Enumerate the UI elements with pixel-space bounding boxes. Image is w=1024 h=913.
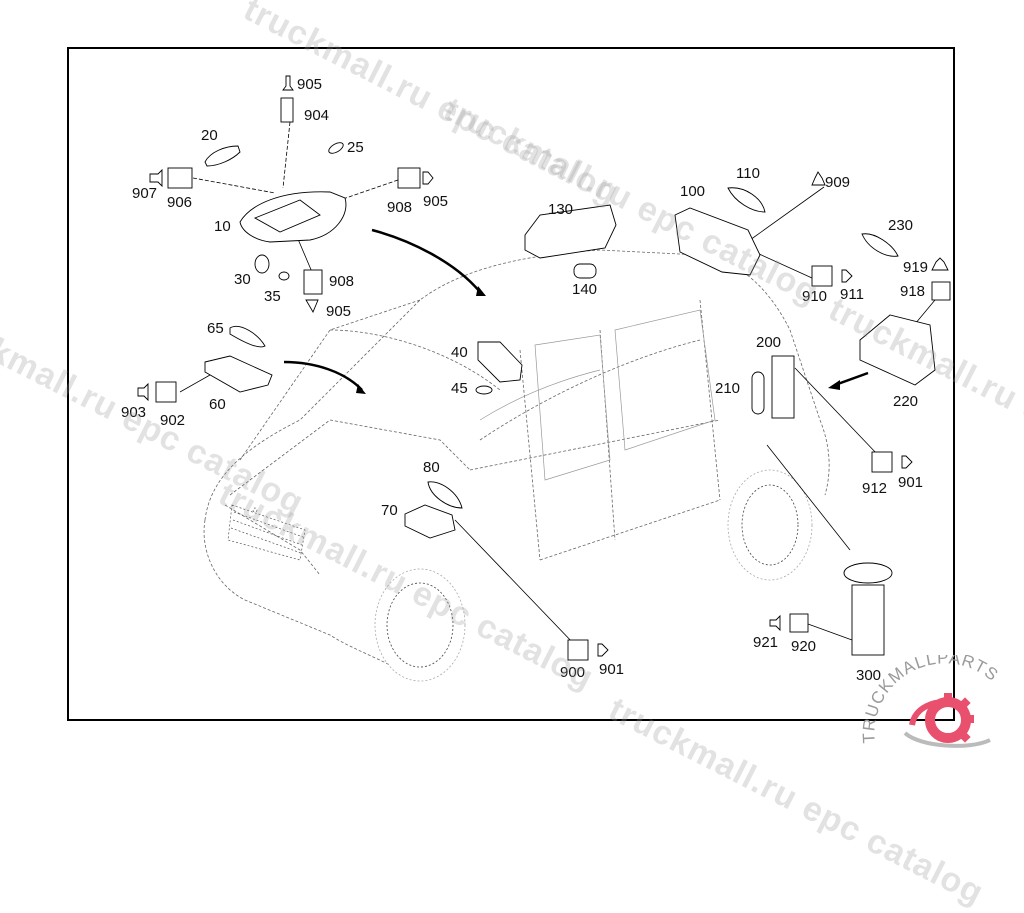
callout-130[interactable]: 130 <box>548 201 574 218</box>
callout-918[interactable]: 918 <box>900 283 926 300</box>
callout-60[interactable]: 60 <box>209 396 226 413</box>
callout-902[interactable]: 902 <box>160 412 186 429</box>
arrow-head-icon <box>356 384 366 394</box>
part-911-terminal <box>841 269 853 283</box>
callout-300[interactable]: 300 <box>856 667 882 684</box>
part-909-terminal <box>811 171 826 186</box>
part-140-bulb <box>573 263 597 279</box>
part-220-light <box>859 314 936 386</box>
truckmallparts-logo[interactable]: TRUCKMALLPARTS <box>860 655 1024 750</box>
part-900-connector <box>567 639 589 661</box>
callout-20[interactable]: 20 <box>201 127 218 144</box>
callout-901[interactable]: 901 <box>898 474 924 491</box>
car-grille <box>227 504 306 561</box>
callout-904[interactable]: 904 <box>304 107 330 124</box>
part-920-connector <box>789 613 809 633</box>
callout-30[interactable]: 30 <box>234 271 251 288</box>
callout-220[interactable]: 220 <box>893 393 919 410</box>
callout-210[interactable]: 210 <box>715 380 741 397</box>
part-130-light <box>524 204 617 259</box>
part-908-connector <box>397 167 421 189</box>
arrow-rear <box>834 371 869 387</box>
part-919-terminal <box>931 257 949 271</box>
part-910-connector <box>811 265 833 287</box>
callout-905[interactable]: 905 <box>423 193 449 210</box>
car-outline <box>203 249 830 666</box>
part-60-light <box>204 355 273 393</box>
part-110-bulb <box>727 187 766 213</box>
callout-905[interactable]: 905 <box>297 76 323 93</box>
part-210-bulb <box>751 371 765 415</box>
callout-25[interactable]: 25 <box>347 139 364 156</box>
part-100-light <box>674 207 761 276</box>
callout-908[interactable]: 908 <box>387 199 413 216</box>
callout-910[interactable]: 910 <box>802 288 828 305</box>
part-921-terminal <box>769 614 781 632</box>
car-windows <box>479 309 716 481</box>
callout-920[interactable]: 920 <box>791 638 817 655</box>
callout-140[interactable]: 140 <box>572 281 598 298</box>
part-65-bulb <box>229 326 266 348</box>
part-902-connector <box>155 381 177 403</box>
callout-900[interactable]: 900 <box>560 664 586 681</box>
part-10-roof-console <box>239 191 347 243</box>
part-908-connector <box>303 269 323 295</box>
callout-45[interactable]: 45 <box>451 380 468 397</box>
part-20-bulb <box>204 145 241 167</box>
callout-905[interactable]: 905 <box>326 303 352 320</box>
arrow-front <box>283 360 363 391</box>
callout-10[interactable]: 10 <box>214 218 231 235</box>
rear-wheel <box>727 469 813 581</box>
part-901-terminal <box>901 455 913 469</box>
callout-912[interactable]: 912 <box>862 480 888 497</box>
callout-921[interactable]: 921 <box>753 634 779 651</box>
callout-911[interactable]: 911 <box>840 286 864 303</box>
part-918-connector <box>931 281 951 301</box>
part-912-connector <box>871 451 893 473</box>
callout-230[interactable]: 230 <box>888 217 914 234</box>
part-30-switch <box>254 254 270 274</box>
parts-diagram <box>137 75 951 682</box>
callout-906[interactable]: 906 <box>167 194 193 211</box>
part-906-connector <box>167 167 193 189</box>
part-70-light <box>404 504 456 539</box>
callout-901[interactable]: 901 <box>599 661 625 678</box>
callout-909[interactable]: 909 <box>825 174 851 191</box>
callout-903[interactable]: 903 <box>121 404 147 421</box>
callout-35[interactable]: 35 <box>264 288 281 305</box>
callout-110[interactable]: 110 <box>736 165 760 182</box>
arrows <box>283 228 869 391</box>
part-907-terminal <box>149 168 163 188</box>
callout-65[interactable]: 65 <box>207 320 224 337</box>
part-300-light <box>851 584 885 656</box>
gear-icon <box>903 693 991 748</box>
arrow-roof <box>371 228 481 293</box>
part-45-bulb <box>475 385 493 395</box>
part-230-bulb <box>861 233 899 257</box>
callout-908[interactable]: 908 <box>329 273 355 290</box>
part-905-terminal <box>282 75 294 91</box>
callout-907[interactable]: 907 <box>132 185 158 202</box>
part-901-terminal <box>597 643 609 657</box>
part-904-connector <box>280 97 294 123</box>
callout-100[interactable]: 100 <box>680 183 706 200</box>
part-40-light <box>477 341 523 383</box>
callout-80[interactable]: 80 <box>423 459 440 476</box>
part-300-light-top <box>843 562 893 584</box>
callout-919[interactable]: 919 <box>903 259 929 276</box>
part-35-bulb <box>278 271 290 281</box>
part-903-terminal <box>137 382 149 402</box>
front-wheel <box>374 568 466 682</box>
part-200-light <box>771 355 795 419</box>
callout-40[interactable]: 40 <box>451 344 468 361</box>
arrow-head-icon <box>476 286 486 296</box>
part-80-bulb <box>427 481 463 509</box>
callout-200[interactable]: 200 <box>756 334 782 351</box>
arrow-head-icon <box>828 380 840 390</box>
part-905-terminal <box>305 299 319 314</box>
part-25-bulb <box>328 142 344 154</box>
parts <box>137 75 951 661</box>
callout-70[interactable]: 70 <box>381 502 398 519</box>
part-905-terminal <box>422 171 434 185</box>
